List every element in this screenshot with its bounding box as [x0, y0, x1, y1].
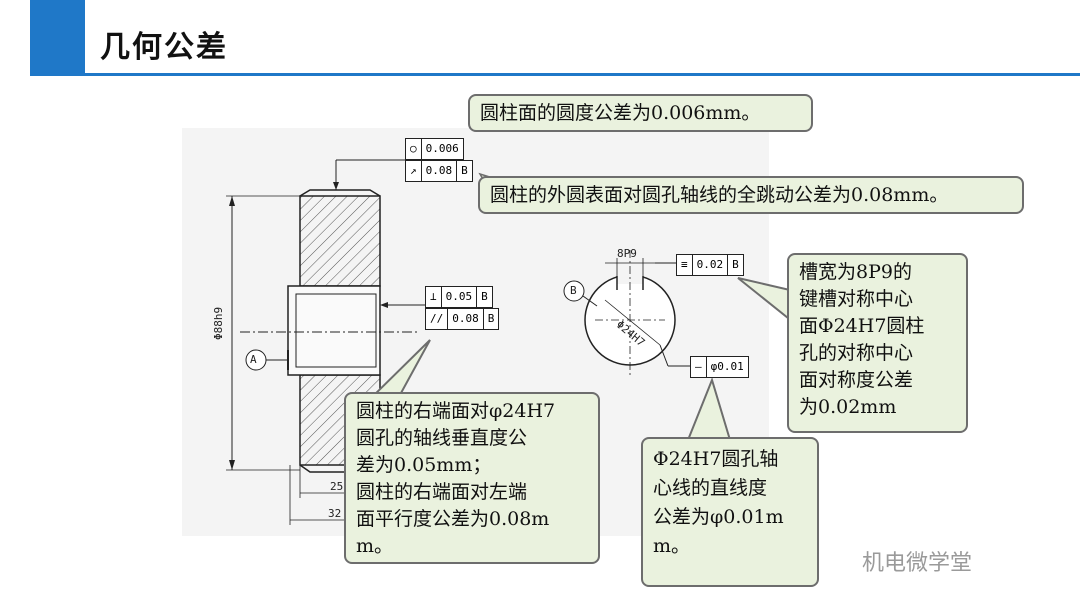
- runout-icon: ↗: [406, 161, 422, 181]
- fcf-datum: B: [461, 164, 468, 177]
- title-rule: [30, 73, 1080, 76]
- fcf-value: 0.05: [442, 287, 478, 307]
- fcf-parallel: // 0.08 B: [425, 308, 500, 330]
- fcf-perpendicular: ⊥ 0.05 B: [425, 286, 493, 308]
- straightness-icon: —: [691, 357, 707, 377]
- datum-a-label: A: [250, 353, 257, 366]
- perpendicular-icon: ⊥: [426, 287, 442, 307]
- callout-perpendicular: 圆柱的右端面对φ24H7 圆孔的轴线垂直度公 差为0.05mm； 圆柱的右端面对…: [344, 392, 600, 564]
- slot-label: 8P9: [617, 247, 637, 260]
- callout-runout: 圆柱的外圆表面对圆孔轴线的全跳动公差为0.08mm。: [478, 176, 1024, 214]
- part-section: [240, 189, 420, 473]
- datum-b-label: B: [570, 284, 577, 297]
- fcf-straightness: — φ0.01: [690, 356, 749, 378]
- symmetry-icon: ≡: [677, 255, 693, 275]
- fcf-value: 0.08: [422, 161, 458, 181]
- callout-straightness: Φ24H7圆孔轴 心线的直线度 公差为φ0.01m m。: [641, 437, 819, 587]
- fcf-value: 0.08: [448, 309, 484, 329]
- hub-view: [563, 250, 690, 375]
- callout-symmetry: 槽宽为8P9的 键槽对称中心 面Φ24H7圆柱 孔的对称中心 面对称度公差 为0…: [787, 253, 968, 433]
- callout-roundness: 圆柱面的圆度公差为0.006mm。: [468, 94, 813, 132]
- leaders-top: [333, 159, 406, 190]
- fcf-datum: B: [481, 290, 488, 303]
- page-title: 几何公差: [100, 30, 228, 65]
- diameter-label: Φ88h9: [212, 306, 225, 340]
- leaders-mid: [380, 302, 425, 308]
- fcf-value: φ0.01: [710, 360, 744, 373]
- fcf-datum: B: [732, 258, 739, 271]
- fcf-datum: B: [487, 312, 495, 325]
- callout-pointers: [362, 172, 792, 441]
- circle-icon: ○: [406, 139, 422, 159]
- datum-a-marker: [245, 349, 289, 371]
- title-bar: 几何公差: [0, 0, 1080, 76]
- fcf-value: 0.02: [693, 255, 729, 275]
- dim-32-label: 32: [328, 507, 342, 520]
- dim-lengths: [289, 465, 348, 525]
- fcf-symmetry: ≡ 0.02 B: [676, 254, 744, 276]
- dim-25-label: 25: [330, 480, 344, 493]
- dim-diameter: [226, 195, 300, 471]
- parallel-icon: //: [426, 309, 449, 329]
- fcf-roundness: ○ 0.006: [405, 138, 464, 160]
- watermark-brand: 机电微学堂: [862, 551, 973, 576]
- title-accent: [30, 0, 85, 75]
- fcf-value: 0.006: [425, 142, 459, 155]
- fcf-runout: ↗ 0.08 B: [405, 160, 473, 182]
